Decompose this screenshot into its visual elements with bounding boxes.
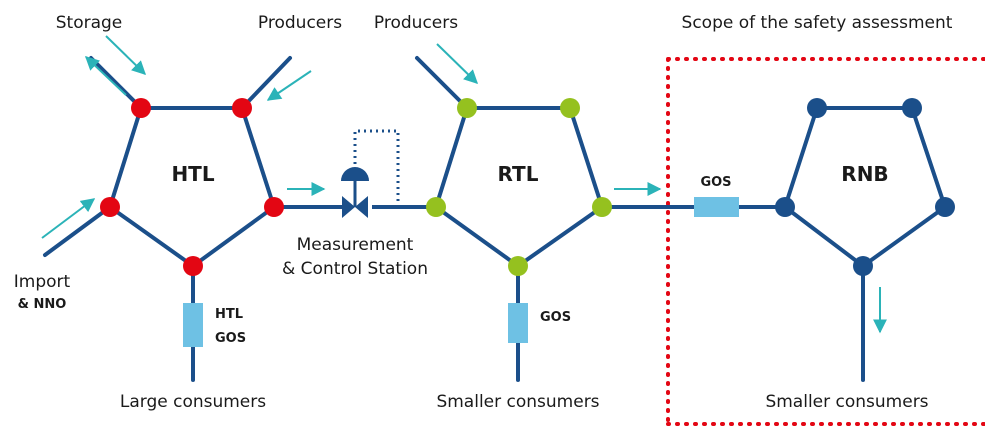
rtl-gos-label: GOS xyxy=(540,310,571,325)
rtl-node xyxy=(508,256,528,276)
rnb-nodes xyxy=(775,98,955,276)
scope-boundary xyxy=(666,57,985,426)
arrow-producers-rtl xyxy=(436,43,479,84)
htl-node xyxy=(232,98,252,118)
rnb-node xyxy=(902,98,922,118)
rnb-network xyxy=(783,106,947,382)
rtl-nodes xyxy=(426,98,612,276)
arrow-storage-in xyxy=(105,35,147,75)
htl-node xyxy=(100,197,120,217)
rtl-title: RTL xyxy=(498,162,539,186)
rnb-node xyxy=(807,98,827,118)
smaller-consumers-label-mid: Smaller consumers xyxy=(436,392,599,412)
measurement-label-line2: & Control Station xyxy=(282,259,428,279)
rtl-node xyxy=(426,197,446,217)
arrow-import xyxy=(41,198,96,239)
scope-label: Scope of the safety assessment xyxy=(682,13,953,33)
htl-node xyxy=(264,197,284,217)
flow-arrows xyxy=(41,35,887,334)
rtl-node xyxy=(592,197,612,217)
measurement-control-station xyxy=(341,129,436,218)
producers-label-left: Producers xyxy=(258,13,342,33)
arrow-storage-out xyxy=(84,56,127,96)
htl-gos-label-line2: GOS xyxy=(215,331,246,346)
import-label-line2: & NNO xyxy=(18,297,67,312)
import-label-line1: Import xyxy=(14,272,71,292)
rnb-node xyxy=(775,197,795,217)
large-consumers-label: Large consumers xyxy=(120,392,266,412)
htl-nodes xyxy=(100,98,284,276)
htl-gos-label-line1: HTL xyxy=(215,307,243,322)
rnb-title: RNB xyxy=(841,162,888,186)
htl-gos-box xyxy=(183,303,203,347)
rtl-node xyxy=(457,98,477,118)
arrow-producers-htl xyxy=(266,70,312,101)
producers-label-right: Producers xyxy=(374,13,458,33)
rnb-node xyxy=(935,197,955,217)
rnb-gos-label: GOS xyxy=(700,175,731,190)
htl-node xyxy=(183,256,203,276)
htl-title: HTL xyxy=(171,162,214,186)
rtl-node xyxy=(560,98,580,118)
rtl-gos-box xyxy=(508,303,528,343)
rnb-gos-box xyxy=(694,197,739,217)
storage-label: Storage xyxy=(56,13,123,33)
htl-node xyxy=(131,98,151,118)
rnb-node xyxy=(853,256,873,276)
smaller-consumers-label-right: Smaller consumers xyxy=(765,392,928,412)
measurement-label-line1: Measurement xyxy=(297,235,414,255)
